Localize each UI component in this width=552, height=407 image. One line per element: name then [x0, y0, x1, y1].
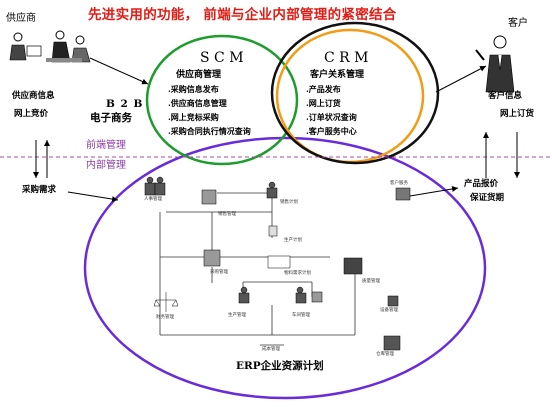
crm-item: .产品发布: [306, 84, 341, 94]
customer-quote: 产品报价: [464, 179, 499, 189]
page-title: 先进实用的功能， 前端与企业内部管理的紧密结合: [88, 7, 397, 23]
supplier-info: 供应商信息: [12, 91, 55, 101]
customer-delivery: 保证货期: [470, 193, 505, 203]
supplier-bid: 网上竞价: [14, 109, 49, 119]
erp-node-label: 生产管理: [228, 313, 246, 318]
crm-item: .网上订货: [306, 98, 341, 108]
crm-item: .订单状况查询: [306, 112, 357, 122]
erp-node-label: 车间管理: [292, 313, 310, 318]
erp-title: ERP企业资源计划: [236, 360, 324, 372]
scm-item: .供应商信息管理: [168, 98, 227, 108]
crm-item: .客户服务中心: [306, 126, 357, 136]
arrow-crm-to-customer: [435, 65, 487, 93]
supplier-demand: 采购需求: [22, 185, 57, 195]
scm-item: .网上竞标采购: [168, 112, 219, 122]
crm-subtitle: 客户关系管理: [310, 70, 365, 80]
erp-node-label: 物料需求计划: [284, 271, 311, 276]
scm-subtitle: 供应商管理: [176, 70, 222, 80]
erp-node-label: 采购管理: [210, 270, 228, 275]
erp-node-label: 质量管理: [362, 279, 380, 284]
erp-node-label: 成本管理: [262, 347, 280, 352]
scm-title: S C M: [200, 50, 244, 66]
arrow-demand-to-erp: [67, 191, 119, 203]
scm-item: .采购信息发布: [168, 84, 219, 94]
black-ellipse: [270, 21, 440, 165]
internal-management-label: 内部管理: [86, 160, 126, 171]
erp-node-label: 生产计划: [284, 238, 302, 243]
erp-node-label: 销售计划: [280, 200, 298, 205]
b2b-ecommerce: 电子商务: [90, 112, 132, 124]
arrow-supplier-to-scm: [89, 57, 149, 85]
erp-node-label: 人事管理: [144, 197, 162, 202]
erp-node-icons: [144, 176, 411, 351]
scm-ellipse: [145, 34, 299, 166]
erp-node-label: 设备管理: [380, 308, 398, 313]
front-management-label: 前端管理: [86, 140, 126, 151]
erp-node-label: 客户服务: [390, 181, 408, 186]
customer-order: 网上订货: [500, 109, 535, 119]
erp-node-label: 仓库管理: [376, 352, 394, 357]
supplier-label: 供应商: [6, 13, 36, 24]
erp-node-label: 财务管理: [156, 315, 174, 320]
erp-node-label: 销售管理: [218, 212, 236, 217]
b2b-label: B 2 B: [106, 98, 144, 110]
crm-title: C R M: [324, 50, 369, 66]
erp-flowchart: [159, 192, 356, 346]
customer-person-icon: [475, 35, 515, 93]
customer-info: 客户信息: [488, 91, 523, 101]
supplier-people-icon: [9, 30, 91, 63]
arrow-erp-to-quote: [409, 186, 459, 197]
erp-ellipse: [83, 136, 487, 400]
scm-item: .采购合同执行情况查询: [168, 126, 251, 136]
customer-label: 客户: [508, 18, 528, 29]
